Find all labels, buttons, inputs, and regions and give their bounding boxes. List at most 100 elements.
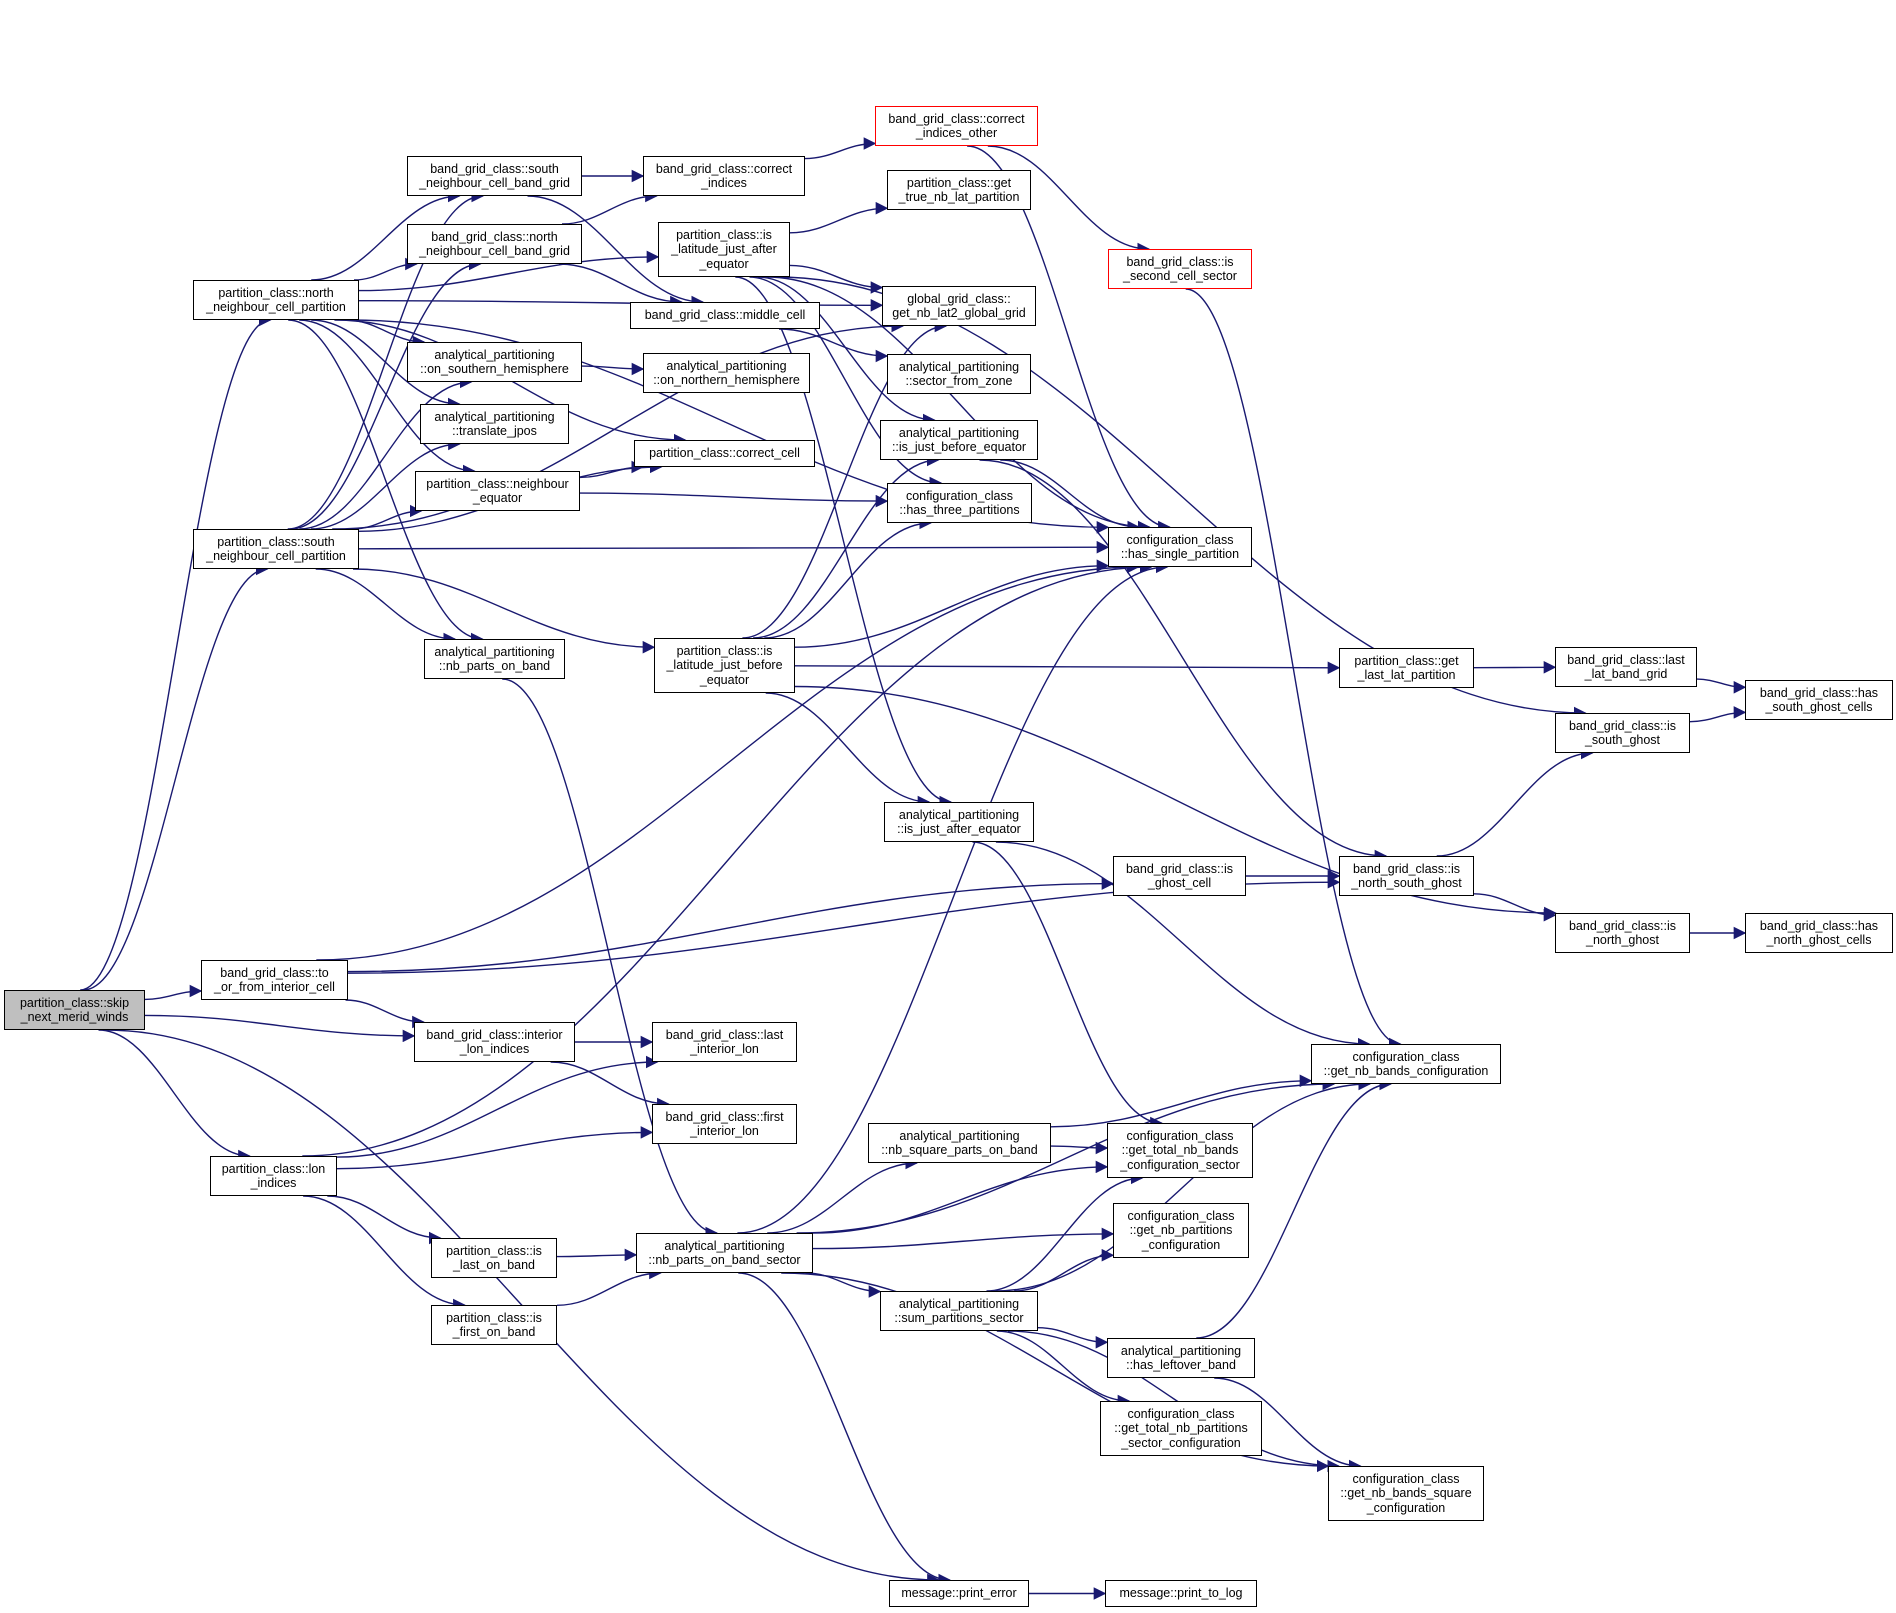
edge-south-neighbour-cell-partition-to-translate-jpos (310, 437, 461, 530)
edge-is-latitude-just-before-equator-to-has-three-partitions (764, 516, 932, 639)
node-label-line: band_grid_class::has (1759, 685, 1879, 700)
node-label-line: ::get_total_nb_partitions (1114, 1421, 1248, 1436)
node-has-leftover-band[interactable]: analytical_partitioning::has_leftover_ba… (1107, 1338, 1255, 1378)
node-middle-cell[interactable]: band_grid_class::middle_cell (630, 302, 820, 329)
node-interior-lon-indices[interactable]: band_grid_class::interior_lon_indices (414, 1022, 575, 1062)
node-label-line: band_grid_class::correct (655, 161, 793, 176)
node-last-interior-lon[interactable]: band_grid_class::last_interior_lon (652, 1022, 797, 1062)
node-skip-next-merid-winds[interactable]: partition_class::skip_next_merid_winds (4, 990, 145, 1030)
node-label-line: partition_class::correct_cell (649, 446, 800, 461)
edge-interior-lon-indices-to-first-interior-lon (550, 1061, 670, 1111)
node-on-northern-hemisphere[interactable]: analytical_partitioning::on_northern_hem… (643, 353, 810, 393)
node-label-line: band_grid_class::to (220, 965, 329, 980)
node-north-neighbour-cell-partition[interactable]: partition_class::north_neighbour_cell_pa… (193, 280, 359, 320)
node-nb-square-parts-on-band[interactable]: analytical_partitioning::nb_square_parts… (868, 1123, 1051, 1163)
node-has-single-partition[interactable]: configuration_class::has_single_partitio… (1108, 527, 1252, 567)
node-has-north-ghost-cells[interactable]: band_grid_class::has_north_ghost_cells (1745, 913, 1893, 953)
node-label-line: analytical_partitioning (898, 425, 1020, 440)
node-label-line: _last_on_band (452, 1258, 536, 1272)
node-is-first-on-band[interactable]: partition_class::is_first_on_band (431, 1305, 557, 1345)
node-is-just-before-equator[interactable]: analytical_partitioning::is_just_before_… (880, 420, 1038, 460)
node-label-line: partition_class::skip (19, 995, 130, 1010)
edge-is-latitude-just-before-equator-to-is-just-before-equator (753, 453, 940, 639)
node-on-southern-hemisphere[interactable]: analytical_partitioning::on_southern_hem… (407, 342, 582, 382)
node-is-just-after-equator[interactable]: analytical_partitioning::is_just_after_e… (884, 802, 1034, 842)
edge-correct-indices-other-to-is-second-cell-sector (987, 145, 1150, 256)
node-get-total-nb-partitions-sector-configuration[interactable]: configuration_class::get_total_nb_partit… (1100, 1401, 1262, 1456)
node-last-lat-band-grid[interactable]: band_grid_class::last_lat_band_grid (1555, 647, 1697, 687)
edge-sum-partitions-sector-to-get-total-nb-bands-configuration-sector (986, 1171, 1144, 1292)
node-label-line: _north_south_ghost (1351, 876, 1462, 890)
edge-is-latitude-just-before-equator-to-is-north-ghost (794, 685, 1557, 920)
node-is-north-south-ghost[interactable]: band_grid_class::is_north_south_ghost (1339, 856, 1474, 896)
node-nb-parts-on-band[interactable]: analytical_partitioning::nb_parts_on_ban… (424, 639, 565, 679)
node-has-south-ghost-cells[interactable]: band_grid_class::has_south_ghost_cells (1745, 680, 1893, 720)
node-print-to-log[interactable]: message::print_to_log (1105, 1580, 1257, 1607)
edge-is-first-on-band-to-nb-parts-on-band-sector (556, 1266, 662, 1306)
node-nb-parts-on-band-sector[interactable]: analytical_partitioning::nb_parts_on_ban… (636, 1233, 813, 1273)
edge-south-neighbour-cell-partition-to-has-single-partition (358, 540, 1110, 554)
node-get-total-nb-bands-configuration-sector[interactable]: configuration_class::get_total_nb_bands_… (1107, 1123, 1253, 1178)
node-correct-indices[interactable]: band_grid_class::correct_indices (643, 156, 805, 196)
node-get-nb-partitions-configuration[interactable]: configuration_class::get_nb_partitions_c… (1113, 1203, 1249, 1258)
edge-to-or-from-interior-cell-to-has-single-partition (316, 560, 1140, 961)
node-is-north-ghost[interactable]: band_grid_class::is_north_ghost (1555, 913, 1690, 953)
edge-south-neighbour-cell-partition-to-on-southern-hemisphere (299, 375, 473, 530)
edge-is-second-cell-sector-to-get-nb-bands-configuration (1185, 288, 1402, 1051)
edge-north-neighbour-cell-partition-to-neighbour-equator (299, 319, 476, 478)
node-print-error[interactable]: message::print_error (889, 1580, 1029, 1607)
node-correct-indices-other[interactable]: band_grid_class::correct_indices_other (875, 106, 1038, 146)
node-neighbour-equator[interactable]: partition_class::neighbour_equator (415, 471, 580, 511)
node-is-latitude-just-after-equator[interactable]: partition_class::is_latitude_just_after_… (658, 222, 790, 277)
edge-is-latitude-just-after-equator-to-has-single-partition (766, 276, 1151, 534)
node-label-line: band_grid_class::last (665, 1027, 784, 1042)
node-get-nb-bands-square-configuration[interactable]: configuration_class::get_nb_bands_square… (1328, 1466, 1484, 1521)
node-label-line: _south_ghost (1584, 733, 1661, 747)
node-get-nb-bands-configuration[interactable]: configuration_class::get_nb_bands_config… (1311, 1044, 1501, 1084)
node-label-line: _next_merid_winds (20, 1010, 129, 1024)
node-is-last-on-band[interactable]: partition_class::is_last_on_band (431, 1238, 557, 1278)
edge-sum-partitions-sector-to-get-total-nb-partitions-sector-configuration (996, 1330, 1131, 1408)
node-get-nb-lat2-global-grid[interactable]: global_grid_class::get_nb_lat2_global_gr… (882, 286, 1036, 326)
edge-sum-partitions-sector-to-get-nb-bands-configuration (995, 1077, 1372, 1292)
node-first-interior-lon[interactable]: band_grid_class::first_interior_lon (652, 1104, 797, 1144)
node-has-three-partitions[interactable]: configuration_class::has_three_partition… (887, 483, 1032, 523)
node-label-line: configuration_class (1126, 1128, 1234, 1143)
node-label-line: _south_ghost_cells (1765, 700, 1873, 714)
node-label-line: analytical_partitioning (434, 347, 555, 362)
node-south-neighbour-cell-partition[interactable]: partition_class::south_neighbour_cell_pa… (193, 529, 359, 569)
node-label-line: ::is_just_before_equator (891, 440, 1027, 454)
node-is-south-ghost[interactable]: band_grid_class::is_south_ghost (1555, 713, 1690, 753)
edge-is-latitude-just-after-equator-to-has-three-partitions (749, 276, 943, 490)
node-is-second-cell-sector[interactable]: band_grid_class::is_second_cell_sector (1108, 249, 1252, 289)
node-is-latitude-just-before-equator[interactable]: partition_class::is_latitude_just_before… (654, 638, 795, 693)
node-is-ghost-cell[interactable]: band_grid_class::is_ghost_cell (1113, 856, 1246, 896)
node-label-line: _or_from_interior_cell (214, 980, 335, 994)
node-north-neighbour-cell-band-grid[interactable]: band_grid_class::north_neighbour_cell_ba… (407, 224, 582, 264)
node-get-last-lat-partition[interactable]: partition_class::get_last_lat_partition (1339, 648, 1474, 688)
node-label-line: ::is_just_after_equator (897, 822, 1021, 836)
node-south-neighbour-cell-band-grid[interactable]: band_grid_class::south_neighbour_cell_ba… (407, 156, 582, 196)
edge-sum-partitions-sector-to-has-leftover-band (1037, 1327, 1109, 1349)
node-lon-indices[interactable]: partition_class::lon_indices (210, 1156, 337, 1196)
node-label-line: band_grid_class::is (1352, 861, 1460, 876)
node-get-true-nb-lat-partition[interactable]: partition_class::get_true_nb_lat_partiti… (887, 170, 1031, 210)
node-label-line: configuration_class (1352, 1471, 1460, 1486)
edge-lon-indices-to-has-single-partition (302, 560, 1153, 1157)
node-sector-from-zone[interactable]: analytical_partitioning::sector_from_zon… (887, 354, 1031, 394)
node-translate-jpos[interactable]: analytical_partitioning::translate_jpos (420, 404, 569, 444)
node-sum-partitions-sector[interactable]: analytical_partitioning::sum_partitions_… (880, 1291, 1038, 1331)
node-correct-cell[interactable]: partition_class::correct_cell (634, 440, 815, 467)
edge-nb-parts-on-band-sector-to-get-nb-partitions-configuration (812, 1227, 1115, 1250)
edge-skip-next-merid-winds-to-south-neighbour-cell-partition (83, 562, 269, 991)
edge-is-just-after-equator-to-get-nb-bands-configuration (995, 841, 1371, 1051)
node-label-line: ::translate_jpos (452, 424, 537, 438)
node-to-or-from-interior-cell[interactable]: band_grid_class::to_or_from_interior_cel… (201, 960, 348, 1000)
node-label-line: _indices (250, 1176, 297, 1190)
edge-nb-parts-on-band-sector-to-print-error (738, 1272, 951, 1587)
edge-nb-square-parts-on-band-to-get-total-nb-bands-configuration-sector (1050, 1141, 1109, 1155)
edge-neighbour-equator-to-has-three-partitions (579, 492, 889, 508)
node-label-line: configuration_class (905, 488, 1013, 503)
edge-sum-partitions-sector-to-get-nb-bands-square-configuration (1007, 1330, 1340, 1473)
